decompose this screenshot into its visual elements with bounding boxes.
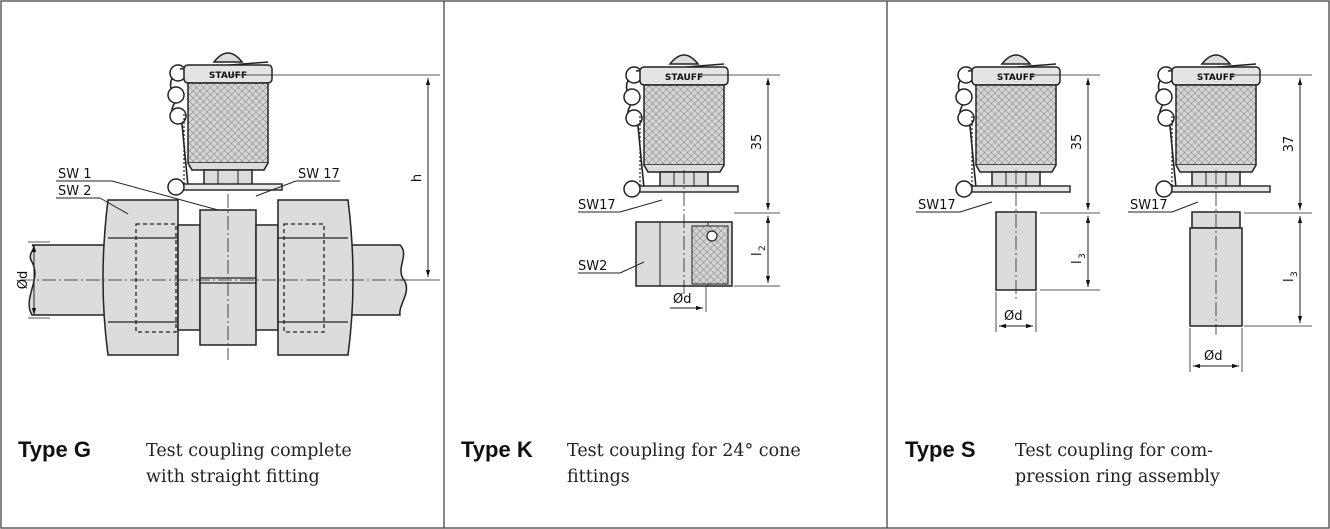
type-g-title: Type G: [18, 437, 91, 462]
brand-label-g: STAUFF: [209, 71, 247, 81]
brand-label-k: STAUFF: [665, 73, 703, 83]
label-sw17-g: SW 17: [298, 167, 340, 182]
drawing-type-k: STAUFF SW17 SW2 35 l 2 Ød: [578, 54, 780, 312]
type-s-desc-line1: Test coupling for com-: [1015, 441, 1214, 461]
drawing-type-s: STAUFF SW17 35 l 3 Ød STAUFF SW17: [916, 54, 1312, 372]
type-s-desc-line2: pression ring assembly: [1015, 467, 1220, 487]
caption-type-s: Type S Test coupling for com- pression r…: [905, 437, 1315, 517]
type-k-desc-line1: Test coupling for 24° cone: [567, 441, 801, 461]
label-od-s-b: Ød: [1204, 349, 1222, 364]
label-sw17-s-b: SW17: [1130, 198, 1168, 213]
label-sw1-g: SW 1: [58, 167, 92, 182]
brand-label-s-a: STAUFF: [997, 73, 1035, 83]
type-g-desc-line1: Test coupling complete: [146, 441, 352, 461]
brand-label-s-b: STAUFF: [1197, 73, 1235, 83]
label-sub-k: 2: [758, 245, 768, 251]
type-k-desc-line2: fittings: [567, 467, 630, 487]
label-dim-37-s: 37: [1282, 136, 1297, 153]
type-s-title: Type S: [905, 437, 976, 462]
label-dim-35-s: 35: [1070, 134, 1085, 151]
label-od-g: Ød: [16, 271, 31, 289]
label-sw17-s-a: SW17: [918, 198, 956, 213]
label-sub-s-b: 3: [1290, 271, 1300, 277]
type-s-description: Test coupling for com- pression ring ass…: [1015, 438, 1220, 490]
drawing-type-g: STAUFF SW 1 SW 2 SW 17 h Ød: [16, 52, 440, 360]
label-sub-s-a: 3: [1078, 253, 1088, 259]
label-dim-35-k: 35: [750, 134, 765, 151]
label-od-s-a: Ød: [1004, 309, 1022, 324]
label-od-k: Ød: [673, 292, 691, 307]
label-sw2-g: SW 2: [58, 184, 92, 199]
label-l-k: l: [750, 252, 765, 256]
caption-type-g: Type G Test coupling complete with strai…: [18, 437, 428, 517]
label-l-s-a: l: [1070, 260, 1085, 264]
label-sw17-k: SW17: [578, 198, 616, 213]
label-sw2-k: SW2: [578, 259, 607, 274]
type-k-description: Test coupling for 24° cone fittings: [567, 438, 801, 490]
type-g-desc-line2: with straight fitting: [146, 467, 320, 487]
type-g-description: Test coupling complete with straight fit…: [146, 438, 352, 490]
type-k-title: Type K: [461, 437, 533, 462]
caption-type-k: Type K Test coupling for 24° cone fittin…: [461, 437, 871, 517]
label-l-s-b: l: [1282, 278, 1297, 282]
label-h-g: h: [410, 174, 425, 182]
